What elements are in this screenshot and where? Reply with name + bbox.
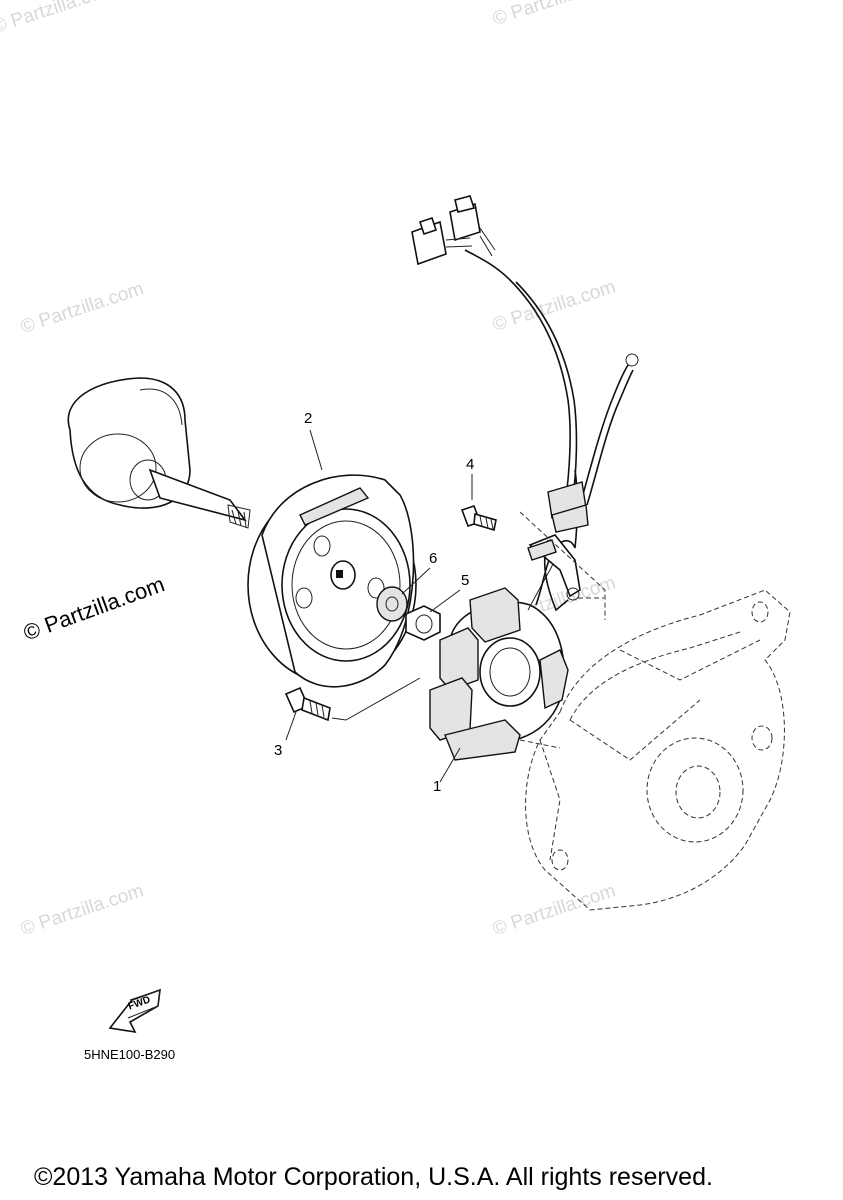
copyright-notice: ©2013 Yamaha Motor Corporation, U.S.A. A… — [34, 1163, 713, 1191]
bolt-3 — [284, 686, 331, 722]
callout-5: 5 — [461, 572, 470, 589]
diagram-code: 5HNE100-B290 — [84, 1047, 176, 1062]
leader-lines — [285, 429, 473, 783]
wire-clamp — [527, 534, 581, 612]
crankshaft-drawing — [67, 377, 251, 529]
callout-2: 2 — [304, 410, 313, 427]
wire-harness — [411, 195, 639, 549]
callout-6: 6 — [429, 550, 438, 567]
callout-1: 1 — [433, 778, 442, 795]
callout-3: 3 — [274, 742, 283, 759]
nut-5 — [405, 605, 441, 641]
stator-assembly — [429, 539, 576, 761]
crankcase-cover — [519, 511, 791, 911]
flywheel-rotor — [247, 474, 417, 688]
callout-4: 4 — [466, 456, 475, 473]
fwd-arrow — [108, 988, 161, 1034]
washer-6 — [376, 586, 408, 622]
bolt-4 — [460, 504, 497, 532]
